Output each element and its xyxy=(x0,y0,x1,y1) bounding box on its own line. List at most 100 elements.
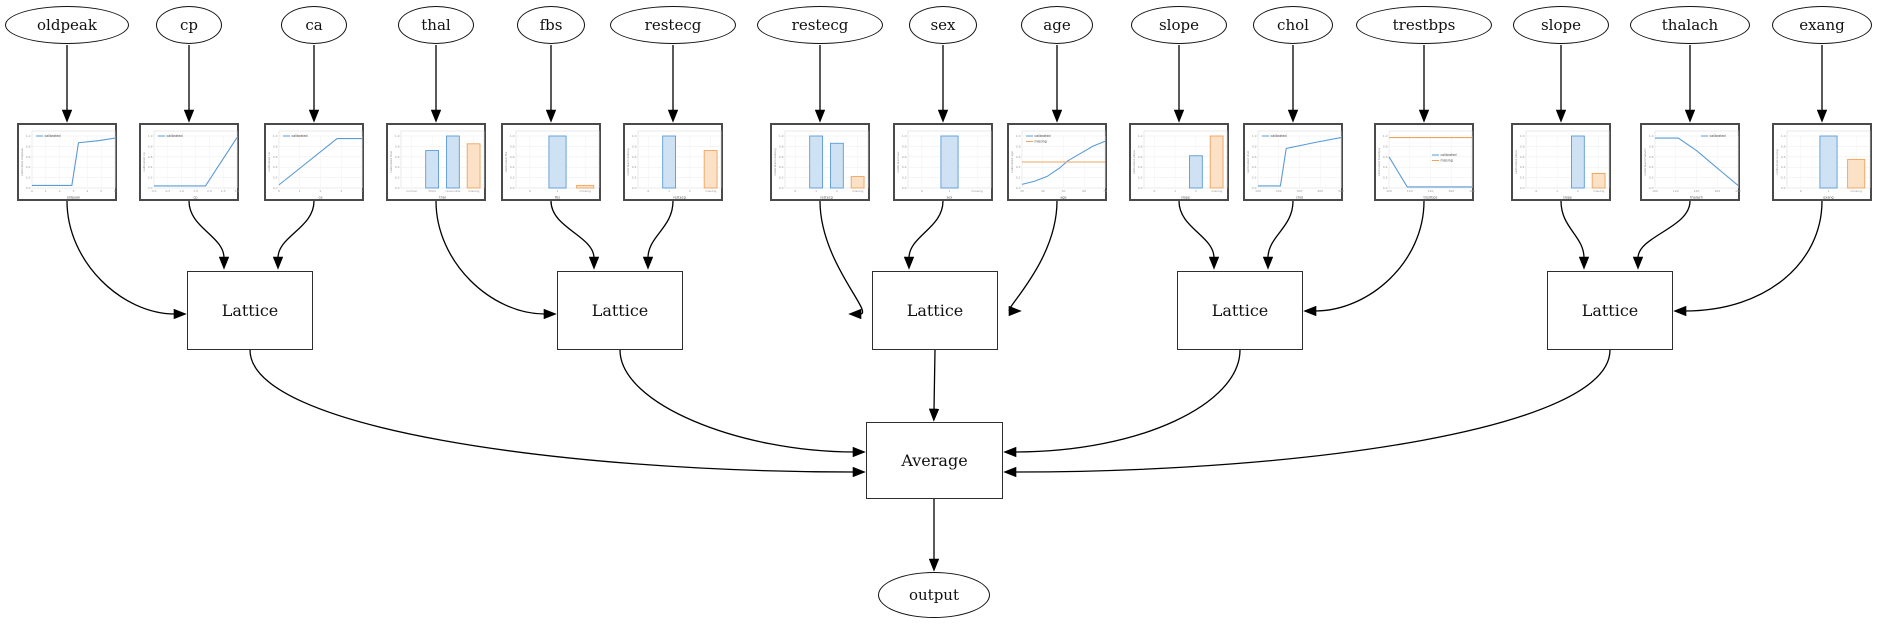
y-tick-label: 1.0 xyxy=(1016,134,1021,138)
y-tick-label: 1.0 xyxy=(779,134,784,138)
series-calibrated xyxy=(278,138,362,186)
y-tick-label: 0.4 xyxy=(1138,165,1143,169)
series-calibrated xyxy=(1258,137,1342,187)
x-axis-label: cp xyxy=(193,196,197,200)
x-tick-label: 3 xyxy=(73,189,75,193)
y-tick-label: 0.2 xyxy=(510,176,515,180)
x-tick-label: 160 xyxy=(1714,189,1720,193)
edge-arrow xyxy=(272,200,315,270)
x-tick-label: 1 xyxy=(1828,189,1830,193)
edge-arrow xyxy=(1303,200,1425,317)
x-tick-label: missing xyxy=(705,189,717,193)
edge-arrow xyxy=(435,200,557,320)
lattice-node-5: Lattice xyxy=(1547,271,1673,350)
x-tick-label: 0.5 xyxy=(165,189,170,193)
y-tick-label: 0.2 xyxy=(1016,176,1021,180)
feature-node-trestbps: trestbps xyxy=(1356,6,1492,44)
y-tick-label: 0.4 xyxy=(26,165,31,169)
y-tick-label: 0.6 xyxy=(1383,155,1388,159)
series-calibrated xyxy=(154,137,238,187)
output-node: output xyxy=(878,572,990,618)
y-tick-label: 0.8 xyxy=(902,144,907,148)
y-axis-label: calibrated age xyxy=(1010,151,1014,173)
y-tick-label: 1.0 xyxy=(632,134,637,138)
y-tick-label: 0.8 xyxy=(632,144,637,148)
y-axis-label: calibrated thal xyxy=(389,151,393,173)
x-tick-label: 0 xyxy=(31,189,33,193)
feature-node-exang: exang xyxy=(1772,6,1872,44)
y-tick-label: 0.8 xyxy=(1016,144,1021,148)
y-tick-label: 1.0 xyxy=(902,134,907,138)
y-tick-label: 0.2 xyxy=(1383,176,1388,180)
bar-missing xyxy=(1209,135,1224,189)
bar-missing xyxy=(576,184,595,189)
x-tick-label: 1 xyxy=(815,189,817,193)
edge-arrow xyxy=(1262,200,1294,270)
bar-missing xyxy=(1847,158,1866,189)
y-tick-label: 0.2 xyxy=(26,176,31,180)
feature-label: oldpeak xyxy=(37,16,97,34)
lattice-label: Lattice xyxy=(1211,301,1269,320)
x-axis-label: oldpeak xyxy=(67,196,80,200)
feature-node-oldpeak: oldpeak xyxy=(5,6,129,44)
legend-label: calibrated xyxy=(292,134,308,138)
x-tick-label: 1 xyxy=(949,189,951,193)
x-tick-label: 100 xyxy=(1386,189,1392,193)
feature-label: sex xyxy=(930,16,956,34)
x-tick-label: 0 xyxy=(647,189,649,193)
feature-label: exang xyxy=(1799,16,1845,34)
x-tick-label: 0 xyxy=(794,189,796,193)
average-label: Average xyxy=(901,451,968,470)
y-tick-label: 0.2 xyxy=(632,176,637,180)
y-tick-label: 0.6 xyxy=(1138,155,1143,159)
x-axis-label: exang xyxy=(1823,196,1833,200)
edge-arrow xyxy=(249,349,866,478)
edge-arrow xyxy=(550,200,600,270)
x-tick-label: 1.0 xyxy=(179,189,184,193)
legend-label: calibrated xyxy=(1710,134,1726,138)
y-axis-label: calibrated restecg xyxy=(773,148,777,175)
y-tick-label: 1.0 xyxy=(510,134,515,138)
y-axis-label: calibrated slope xyxy=(1514,150,1518,174)
y-tick-label: 1.0 xyxy=(1520,134,1525,138)
feature-label: cp xyxy=(179,16,198,34)
x-axis-label: fbs xyxy=(555,196,560,200)
legend-label: missing xyxy=(1035,140,1047,144)
y-tick-label: 0.4 xyxy=(148,165,153,169)
x-tick-label: 2 xyxy=(320,189,322,193)
y-tick-label: 0.2 xyxy=(779,176,784,180)
y-tick-label: 0.8 xyxy=(1138,144,1143,148)
x-tick-label: 6 xyxy=(114,189,116,193)
y-tick-label: 1.0 xyxy=(148,134,153,138)
y-tick-label: 0.4 xyxy=(902,165,907,169)
x-tick-label: 200 xyxy=(1276,189,1282,193)
x-tick-label: 0 xyxy=(1800,189,1802,193)
legend-label: calibrated xyxy=(45,134,61,138)
y-tick-label: 0.4 xyxy=(395,165,400,169)
edge-arrow xyxy=(188,200,230,270)
bar-missing xyxy=(1591,172,1606,189)
x-tick-label: 1 xyxy=(45,189,47,193)
x-tick-label: 1 xyxy=(557,189,559,193)
legend-label: calibrated xyxy=(1441,153,1457,157)
edge-arrow xyxy=(66,200,187,320)
y-tick-label: 0.6 xyxy=(1520,155,1525,159)
bar-1 xyxy=(548,135,567,189)
x-tick-label: missing xyxy=(1593,189,1605,193)
edge-arrow xyxy=(1673,200,1823,317)
x-tick-label: 50 xyxy=(1062,189,1066,193)
y-tick-label: 0.6 xyxy=(1252,155,1257,159)
x-axis-label: age xyxy=(1060,196,1066,200)
y-tick-label: 0.8 xyxy=(1649,144,1654,148)
x-tick-label: 30 xyxy=(1020,189,1024,193)
feature-node-restecg: restecg xyxy=(757,6,883,44)
